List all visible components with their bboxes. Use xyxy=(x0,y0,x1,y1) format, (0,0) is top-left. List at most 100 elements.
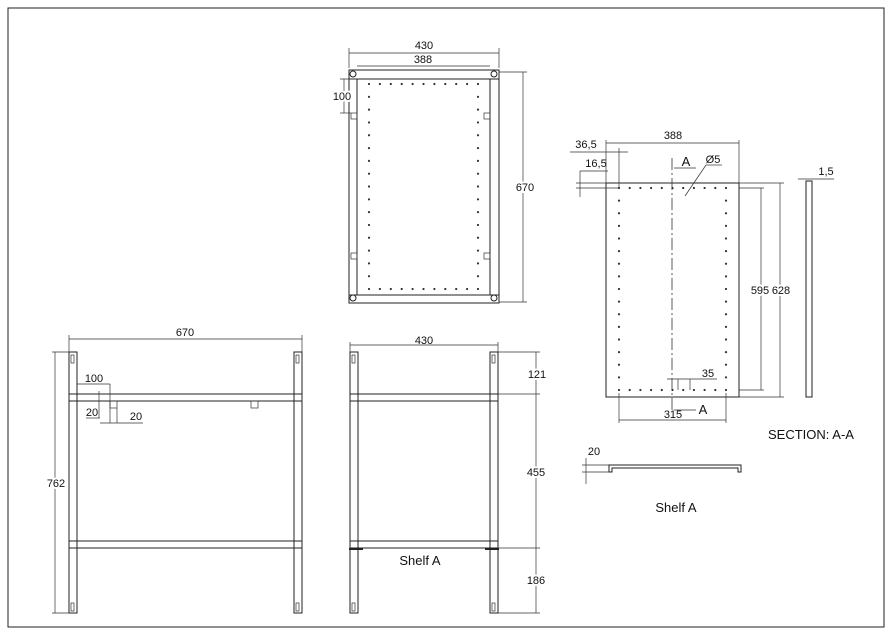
hole xyxy=(650,388,653,392)
hole xyxy=(724,199,728,202)
dim-bottom-gap: 186 xyxy=(527,575,545,587)
hole xyxy=(617,388,621,392)
hole xyxy=(692,388,696,392)
hole xyxy=(367,198,371,201)
hole xyxy=(444,287,447,291)
hole xyxy=(724,325,728,328)
hole xyxy=(724,388,728,392)
dim-hole-span: 595 xyxy=(751,285,769,297)
hole xyxy=(367,159,371,162)
dim-front-tab-w: 20 xyxy=(130,411,142,423)
hole xyxy=(660,388,663,392)
hole xyxy=(367,146,371,150)
hole xyxy=(455,287,458,291)
hole xyxy=(367,172,371,175)
hole xyxy=(367,275,371,278)
hole xyxy=(617,300,621,303)
hole xyxy=(367,82,371,86)
hole xyxy=(476,185,480,188)
shelf-label: Shelf A xyxy=(399,553,441,568)
section-mark-top: A xyxy=(682,154,691,169)
hole xyxy=(476,211,480,214)
hole xyxy=(476,82,480,86)
hole xyxy=(367,185,371,188)
hole xyxy=(617,376,621,379)
hole xyxy=(724,287,728,291)
hole-pattern xyxy=(367,82,480,291)
section-a-a: 1,5 SECTION: A-A 20 Shelf A xyxy=(582,166,854,515)
dim-front-tab-offset: 100 xyxy=(85,373,103,385)
hole xyxy=(367,211,371,214)
hole xyxy=(400,287,403,291)
hole xyxy=(617,250,621,253)
hole xyxy=(444,82,447,86)
hole xyxy=(617,338,621,341)
hole xyxy=(367,223,371,227)
hole xyxy=(617,212,621,215)
dim-front-width: 670 xyxy=(176,327,194,339)
hole xyxy=(476,134,480,137)
section-title: SECTION: A-A xyxy=(768,427,854,442)
section-label: Shelf A xyxy=(655,500,697,515)
dim-shelf-width: 388 xyxy=(664,130,682,142)
hole xyxy=(617,275,621,278)
hole xyxy=(476,146,480,150)
hole xyxy=(703,186,706,190)
bolt-icon xyxy=(490,70,498,78)
hole xyxy=(628,388,631,392)
dim-front-tab-h: 20 xyxy=(86,407,98,419)
hole xyxy=(476,159,480,162)
section-mark-bottom: A xyxy=(699,402,708,417)
hole xyxy=(617,325,621,328)
hole xyxy=(617,237,621,240)
dim-shelf-length: 628 xyxy=(772,285,790,297)
hole xyxy=(466,82,469,86)
dim-top-gap: 121 xyxy=(528,369,546,381)
hole xyxy=(714,388,717,392)
hole xyxy=(724,237,728,240)
hole xyxy=(367,95,371,98)
hole xyxy=(476,249,480,252)
hole xyxy=(724,275,728,278)
hole xyxy=(660,186,663,190)
hole xyxy=(714,186,717,190)
bolt-icon xyxy=(349,294,357,302)
top-view: 430 388 670 100 xyxy=(331,40,536,304)
hole xyxy=(367,134,371,137)
hole xyxy=(617,287,621,291)
dim-front-height: 762 xyxy=(47,478,65,490)
dim-thickness: 1,5 xyxy=(818,166,833,178)
hole xyxy=(422,82,425,86)
hole xyxy=(724,338,728,341)
hole xyxy=(367,262,371,265)
dim-top-width-outer: 430 xyxy=(415,40,433,52)
hole xyxy=(476,198,480,201)
hole xyxy=(617,262,621,265)
hole xyxy=(617,313,621,316)
hole xyxy=(724,300,728,303)
hole xyxy=(724,262,728,265)
hole xyxy=(724,376,728,379)
dim-side-width: 430 xyxy=(415,335,433,347)
hole xyxy=(389,82,392,86)
hole-pattern xyxy=(617,186,728,392)
hole xyxy=(724,186,728,190)
dim-hole-dia: Ø5 xyxy=(706,154,721,166)
hole xyxy=(411,82,414,86)
hole xyxy=(378,82,381,86)
hole xyxy=(378,287,381,291)
hole xyxy=(400,82,403,86)
hole xyxy=(724,224,728,227)
dim-hole-width: 315 xyxy=(664,409,682,421)
hole xyxy=(476,223,480,227)
hole xyxy=(628,186,631,190)
hole xyxy=(476,287,480,291)
hole xyxy=(617,351,621,354)
hole xyxy=(639,388,642,392)
hole xyxy=(692,186,696,190)
hole xyxy=(682,186,685,190)
bolt-icon xyxy=(490,294,498,302)
hole xyxy=(617,363,621,366)
hole xyxy=(466,287,469,291)
